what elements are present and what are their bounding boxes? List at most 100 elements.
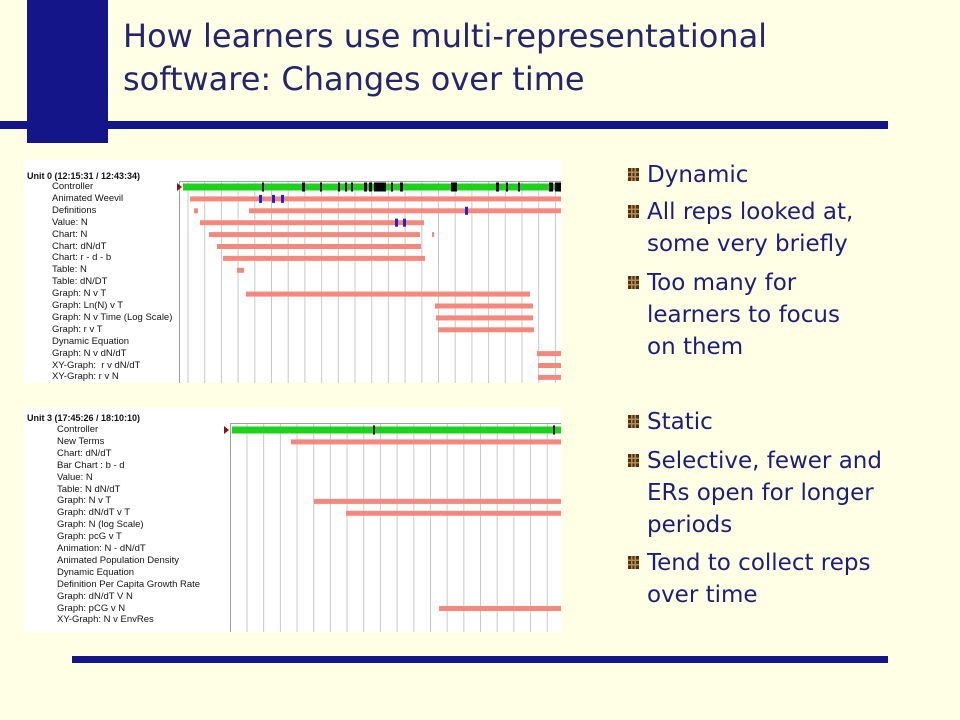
bullet-hash-icon <box>628 276 639 289</box>
controller-tick <box>369 182 372 192</box>
timeline-row-label: Definitions <box>52 204 97 216</box>
accent-block <box>27 0 108 143</box>
bullet-text-line: Tend to collect reps <box>647 550 871 576</box>
representation-bar <box>438 327 534 333</box>
bullet-icon-stroke <box>634 415 636 428</box>
representation-bar <box>436 315 533 321</box>
timeline-row-label: Graph: pcG v T <box>57 531 122 543</box>
representation-bar <box>249 208 561 214</box>
controller-tick <box>555 182 561 192</box>
timeline-row-label: Controller <box>57 424 99 435</box>
bullet-text-line: some very briefly <box>647 231 848 257</box>
event-tick <box>465 206 468 215</box>
representation-bar <box>190 196 561 202</box>
event-tick <box>395 218 398 227</box>
representation-bar <box>346 510 561 516</box>
timeline-row-label: Chart: N <box>52 228 88 240</box>
controller-tick <box>373 425 375 435</box>
representation-bar <box>209 232 420 238</box>
bullet-text-line: Static <box>647 409 713 435</box>
event-tick <box>272 194 275 203</box>
slide-title: How learners use multi-representational … <box>123 17 768 98</box>
timeline-row-label: Graph: N (log Scale) <box>57 519 144 531</box>
controller-tick <box>351 182 353 192</box>
controller-bar <box>232 426 561 434</box>
bullet-icon-stroke <box>628 171 639 173</box>
timeline-row-label: Graph: N v T <box>52 288 107 300</box>
bullet-text: Dynamic <box>647 159 748 191</box>
representation-bar <box>314 498 561 504</box>
representation-bar <box>246 291 530 297</box>
representation-bar <box>237 267 244 273</box>
bullet-item: Tend to collect reps over time <box>628 547 948 608</box>
representation-bar <box>217 244 421 249</box>
timeline-row-label: Animated Population Density <box>57 554 179 566</box>
timeline-row-label: Table: dN/DT <box>52 276 108 288</box>
bullet-icon-stroke <box>628 564 639 566</box>
controller-tick <box>320 182 322 192</box>
controller-tick <box>391 182 393 192</box>
bullet-icon-stroke <box>631 415 633 428</box>
start-marker-icon <box>177 183 182 191</box>
representation-bar <box>291 439 561 445</box>
timeline-row-label: Value: N <box>57 471 93 483</box>
event-tick <box>259 194 262 203</box>
timeline-title: Unit 0 (12:15:31 / 12:43:34) <box>27 171 141 181</box>
controller-tick <box>345 182 347 192</box>
bullet-icon-stroke <box>628 284 639 286</box>
bullet-icon-stroke <box>631 276 633 289</box>
timeline-row-label: Dynamic Equation <box>57 566 135 578</box>
controller-tick <box>374 182 386 192</box>
bullet-icon-stroke <box>628 279 639 281</box>
timeline-row-label: Bar Chart : b - d <box>57 459 125 471</box>
bullet-icon-body <box>628 276 639 289</box>
bullet-icon-stroke <box>631 454 633 467</box>
representation-bar <box>194 208 198 214</box>
timeline-row-label: Chart: dN/dT <box>57 447 112 459</box>
event-tick <box>403 218 406 227</box>
timeline-row-label: Value: N <box>52 216 88 228</box>
representation-bar <box>537 351 561 357</box>
timeline-row-label: Graph: Ln(N) v T <box>52 300 124 311</box>
representation-bar <box>439 606 561 611</box>
timeline-row-label: Controller <box>52 181 94 192</box>
bullet-icon-body <box>628 205 639 218</box>
start-marker-icon <box>224 426 229 434</box>
controller-tick <box>338 182 340 192</box>
bullet-icon-body <box>628 454 639 467</box>
controller-tick <box>496 182 499 192</box>
controller-tick <box>451 182 457 192</box>
controller-tick <box>364 182 367 192</box>
timeline-title: Unit 3 (17:45:26 / 18:10:10) <box>27 413 141 423</box>
bullet-hash-icon <box>628 205 639 218</box>
bullet-item: All reps looked at, some very briefly <box>628 196 948 257</box>
bullet-item: Static <box>628 406 948 435</box>
timeline-row-label: XY-Graph: r v N <box>52 371 119 383</box>
bullet-icon-stroke <box>634 454 636 467</box>
controller-tick <box>400 182 403 192</box>
bullet-text-line: over time <box>647 582 758 608</box>
bullet-text-line: All reps looked at, <box>647 199 854 225</box>
timeline-row-label: Graph: dN/dT v T <box>57 507 131 519</box>
header-rule <box>0 121 888 129</box>
timeline-row-label: Graph: N v Time (Log Scale) <box>52 311 173 323</box>
timeline-plot <box>177 181 561 383</box>
bullet-text-line: Dynamic <box>647 162 749 188</box>
controller-tick <box>549 182 553 192</box>
representation-bar <box>432 232 434 238</box>
bullet-text-line: on them <box>647 334 744 360</box>
plot-area <box>230 423 561 632</box>
bullet-icon-stroke <box>628 213 639 215</box>
timeline-row-label: Chart: r - d - b <box>52 252 112 264</box>
representation-bar <box>223 255 425 261</box>
timeline-row-label: Dynamic Equation <box>52 335 130 347</box>
controller-tick <box>262 182 264 192</box>
bullet-text-line: periods <box>647 512 733 538</box>
timeline-row-label: Definition Per Capita Growth Rate <box>57 578 201 590</box>
plot-area <box>179 181 561 383</box>
timeline-row-label: Graph: pCG v N <box>57 602 126 614</box>
